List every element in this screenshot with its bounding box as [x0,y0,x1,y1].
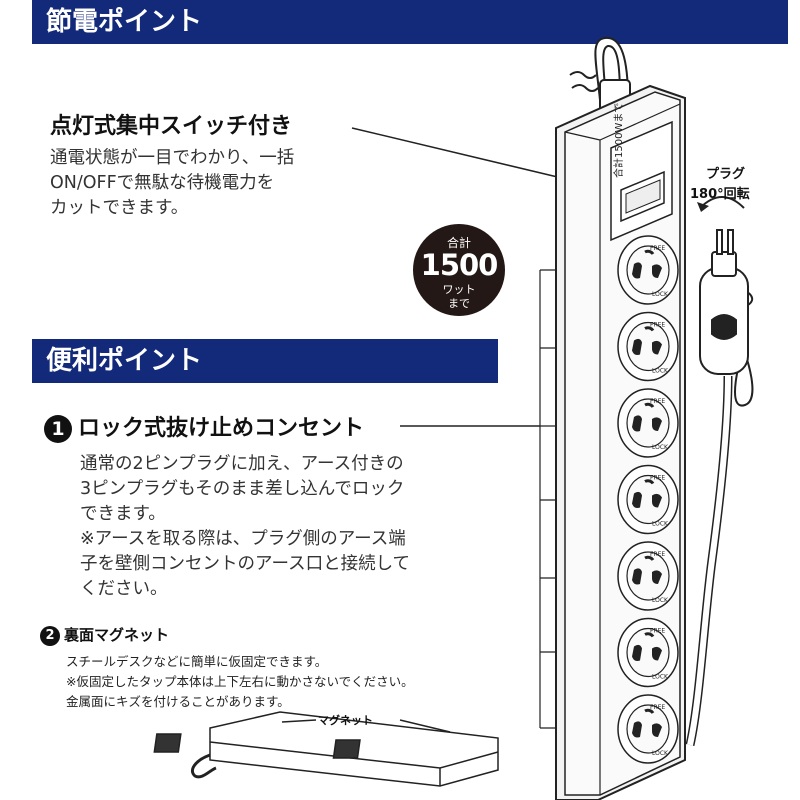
outlet: FREE LOCK [617,311,679,382]
outlet-slot-right [652,264,662,278]
magnet-feature-description: スチールデスクなどに簡単に仮固定できます。 ※仮固定したタップ本体は上下左右に動… [66,654,414,709]
rotating-plug [697,196,749,375]
outlet-slot-left [632,644,642,661]
outlet-ground-slot [644,708,655,714]
switch-feature-description: 通電状態が一目でわかり、一括 ON/OFFで無駄な待機電力を カットできます。 [50,148,295,218]
outlet-free-mark: FREE [650,398,665,405]
plug-note-line1: プラグ [706,166,745,182]
outlet-slot-right [652,723,662,737]
outlet-face [626,474,670,525]
outlet-ground-slot [644,555,655,561]
switch-label: 合計1500Wまで [612,103,625,178]
outlet-face [626,551,670,601]
number-badge-1: 1 [44,415,72,443]
outlet-ground-slot [644,479,655,485]
badge-line1: 合計 [446,236,471,250]
wattage-badge: 合計 1500 ワット まで [413,224,505,316]
outlet-lock-mark: LOCK [652,521,669,528]
outlet: FREE LOCK [617,464,679,535]
outlet-lock-mark: LOCK [652,291,669,298]
magnet-label: マグネット [318,713,373,727]
badge-line3: ワット [442,283,476,296]
outlet-group: FREE LOCK FREE LOCK FREE LOCK FREE LOCK FREE LOCK… [617,235,679,764]
outlet-face [626,321,670,372]
magnet-strip-illustration [153,711,499,787]
lock-feature-description: 通常の2ピンプラグに加え、アース付きの 3ピンプラグもそのまま差し込んでロック … [80,454,411,599]
outlet-free-mark: FREE [650,551,665,558]
outlet-face [626,704,670,754]
badge-value: 1500 [420,248,499,282]
number-badge-2: 2 [40,625,60,646]
outlet-slot-left [632,721,642,738]
master-switch: 合計1500Wまで [610,103,673,242]
outlet-face [626,245,670,295]
outlet-slot-left [632,338,642,355]
outlet-lock-mark: LOCK [652,444,669,451]
outlet-lock-mark: LOCK [652,674,669,681]
outlet: FREE LOCK [617,388,679,458]
outlet-ground-slot [644,326,655,332]
switch-feature-title: 点灯式集中スイッチ付き [50,114,293,139]
outlet-ground-slot [644,632,655,638]
outlet-ground-slot [644,402,655,408]
outlet-free-mark: FREE [650,322,665,329]
outlet-face [626,627,670,678]
outlet-slot-left [632,262,642,279]
convenience-points-banner: 便利ポイント [32,339,498,383]
outlet-slot-right [652,570,662,584]
saving-points-banner: 節電ポイント [32,0,788,44]
magnet-feature-title: 裏面マグネット [64,626,170,644]
outlet-free-mark: FREE [650,704,665,711]
outlet: FREE LOCK [617,694,679,764]
outlet-ground-slot [644,249,655,255]
outlet: FREE LOCK [617,235,679,305]
badge-line4: まで [448,297,470,310]
plug-note-line2: 180°回転 [690,186,750,202]
outlet-lock-mark: LOCK [652,368,669,375]
outlet-face [626,398,670,448]
outlet-free-mark: FREE [650,245,665,252]
lock-feature-title: ロック式抜け止めコンセント [78,416,365,441]
outlet-lock-mark: LOCK [652,750,669,757]
outlet-slot-right [652,417,662,431]
outlet: FREE LOCK [617,541,679,611]
outlet-slot-right [652,493,662,508]
outlet-slot-right [652,340,662,355]
outlet-slot-right [652,646,662,661]
outlet-lock-mark: LOCK [652,597,669,604]
outlet-free-mark: FREE [650,475,665,482]
outlet-slot-left [632,568,642,585]
outlet-free-mark: FREE [650,628,665,635]
outlet-slot-left [632,415,642,432]
outlet-slot-left [632,491,642,508]
outlet: FREE LOCK [617,617,679,688]
